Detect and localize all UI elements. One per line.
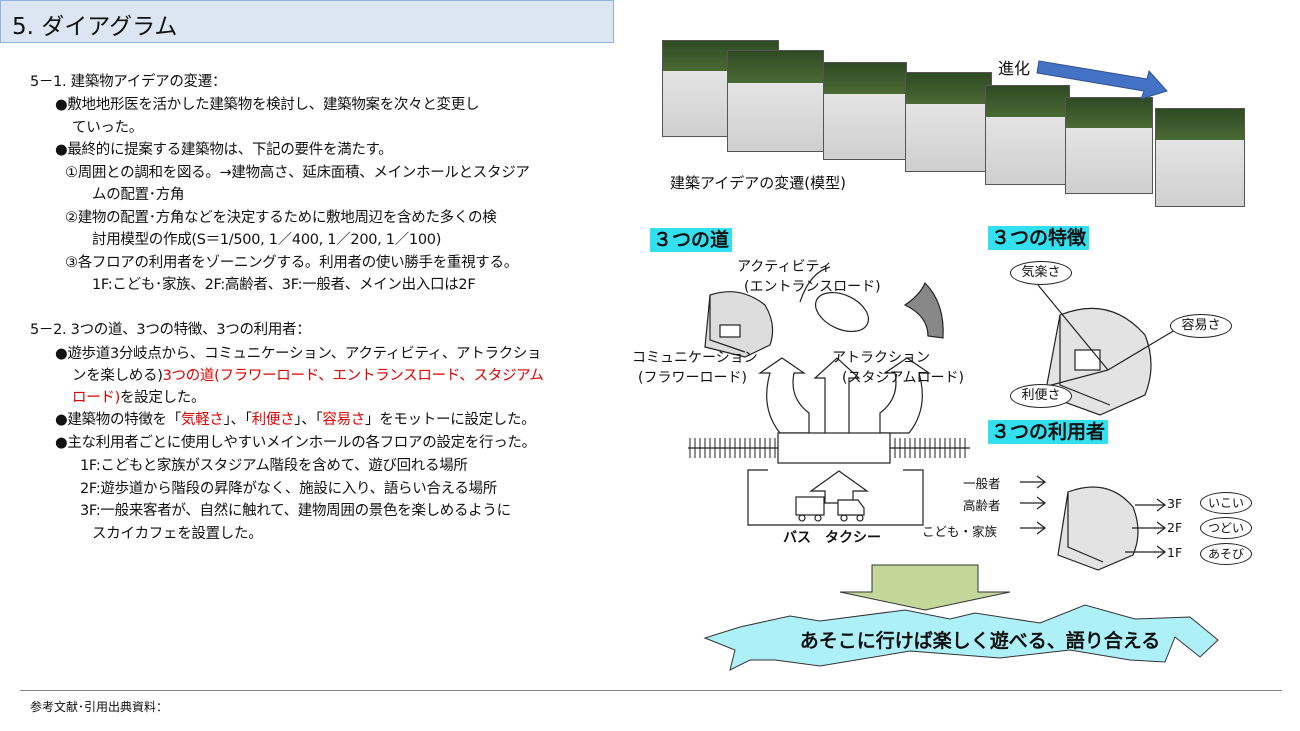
text-segment: 」、「: [223, 412, 252, 428]
conclusion-banner: [703, 604, 1219, 671]
text-segment: 2F:遊歩道から階段の昇降がなく、施設に入り、語らい合える場所: [80, 481, 498, 497]
stadium-icon: [903, 281, 944, 339]
text-segment: ●敷地地形医を活かした建築物を検討し、建築物案を次々と変更し: [55, 97, 480, 113]
highlight-text: 気軽さ: [180, 412, 224, 428]
text-line: ●主な利用者ごとに使用しやすいメインホールの各フロアの設定を行った。: [55, 431, 536, 452]
feature-ease: 気楽さ: [1010, 261, 1072, 285]
text-line: 討用模型の作成(S＝1/500, 1／400, 1／200, 1／100): [92, 228, 441, 249]
users-heading: ３つの利用者: [988, 420, 1109, 444]
roads-heading: ３つの道: [650, 228, 733, 252]
model-photo: [985, 85, 1070, 185]
highlight-text: ロード): [72, 390, 120, 406]
footer-divider: [20, 690, 1282, 691]
text-segment: 5－1. 建築物アイデアの変遷：: [30, 74, 227, 90]
text-line: 5－2. 3つの道、3つの特徴、3つの利用者：: [30, 318, 311, 339]
floor-1f-name: あそび: [1200, 543, 1252, 565]
text-segment: 1F:こども･家族、2F:高齢者、3F:一般者、メイン出入口は2F: [92, 277, 476, 293]
highlight-text: 3つの道(フラワーロード、エントランスロード、スタジアム: [162, 368, 544, 384]
highlight-text: 利便さ: [251, 412, 295, 428]
page-title-box: 5. ダイアグラム: [0, 0, 614, 43]
user-family: こども・家族: [922, 524, 998, 539]
text-line: 5－1. 建築物アイデアの変遷：: [30, 70, 226, 91]
text-segment: を設定した。: [119, 390, 206, 406]
highlight-text: 容易さ: [322, 412, 365, 428]
building-icon-users: [1057, 486, 1166, 571]
text-segment: ●建築物の特徴を「: [55, 412, 181, 428]
evolution-label: 進化: [998, 59, 1031, 78]
attraction-road-label: (スタジアムロード): [842, 370, 964, 386]
communication-label: コミュニケーション: [632, 350, 758, 366]
references-label: 参考文献･引用出典資料：: [30, 700, 169, 714]
text-line: ●敷地地形医を活かした建築物を検討し、建築物案を次々と変更し: [55, 93, 479, 114]
building-icon-roads: [704, 291, 774, 358]
conclusion-text: あそこに行けば楽しく遊べる、語り合える: [799, 630, 1161, 652]
diagram-graphic: [688, 266, 1219, 671]
activity-label: アクティビティ: [737, 259, 833, 275]
down-arrow-icon: [839, 564, 1011, 611]
text-line: ②建物の配置･方角などを決定するために敷地周辺を含めた多くの検: [65, 206, 497, 227]
ellipse-icon: [815, 291, 869, 333]
floor-2f-name: つどい: [1200, 517, 1252, 539]
text-segment: ③各フロアの利用者をゾーニングする。利用者の使い勝手を重視する。: [65, 255, 518, 271]
text-segment: ていった。: [72, 120, 143, 136]
text-line: ていった。: [72, 116, 143, 137]
text-segment: 」をモットーに設定した。: [365, 412, 536, 428]
evolution-arrow-icon: [1036, 60, 1168, 100]
text-segment: ●主な利用者ごとに使用しやすいメインホールの各フロアの設定を行った。: [55, 435, 536, 451]
text-line: スカイカフェを設置した。: [92, 522, 263, 543]
floor-2f: 2F: [1167, 520, 1183, 535]
text-line: 1F:こどもと家族がスタジアム階段を含めて、遊び回れる場所: [80, 454, 468, 475]
text-segment: 3F:一般来客者が、自然に触れて、建物周囲の景色を楽しめるように: [80, 503, 511, 519]
user-general: 一般者: [963, 476, 1001, 491]
text-line: ①周囲との調和を図る。→建物高さ、延床面積、メインホールとスタジア: [65, 161, 530, 182]
transport-label: バス タクシー: [783, 530, 881, 546]
text-line: ンを楽しめる)3つの道(フラワーロード、エントランスロード、スタジアム: [72, 364, 544, 385]
floor-3f-name: いこい: [1200, 492, 1252, 514]
page-title: 5. ダイアグラム: [12, 14, 178, 40]
attraction-label: アトラクション: [832, 350, 930, 366]
text-line: 2F:遊歩道から階段の昇降がなく、施設に入り、語らい合える場所: [80, 477, 497, 498]
text-line: 3F:一般来客者が、自然に触れて、建物周囲の景色を楽しめるように: [80, 499, 511, 520]
text-segment: ●最終的に提案する建築物は、下記の要件を満たす。: [55, 142, 393, 158]
text-line: ●遊歩道3分岐点から、コミュニケーション、アクティビティ、アトラクショ: [55, 342, 542, 363]
text-line: ロード)を設定した。: [72, 386, 205, 407]
building-icon-features: [1037, 284, 1176, 416]
text-segment: スカイカフェを設置した。: [92, 526, 263, 542]
text-segment: 5－2. 3つの道、3つの特徴、3つの利用者：: [30, 322, 311, 338]
feature-simplicity: 容易さ: [1170, 314, 1232, 338]
text-segment: 討用模型の作成(S＝1/500, 1／400, 1／200, 1／100): [92, 232, 442, 248]
user-elderly: 高齢者: [963, 498, 1001, 513]
text-line: ●建築物の特徴を「気軽さ」、「利便さ」、「容易さ」をモットーに設定した。: [55, 408, 536, 429]
text-line: 1F:こども･家族、2F:高齢者、3F:一般者、メイン出入口は2F: [92, 273, 476, 294]
text-segment: ●遊歩道3分岐点から、コミュニケーション、アクティビティ、アトラクショ: [55, 346, 542, 362]
text-segment: ンを楽しめる): [72, 368, 163, 384]
model-photo: [1155, 108, 1245, 207]
text-line: ムの配置･方角: [92, 183, 184, 204]
text-segment: 1F:こどもと家族がスタジアム階段を含めて、遊び回れる場所: [80, 458, 468, 474]
model-photo: [1065, 97, 1153, 194]
model-photo: [823, 62, 907, 160]
communication-road-label: (フラワーロード): [638, 370, 747, 386]
text-line: ③各フロアの利用者をゾーニングする。利用者の使い勝手を重視する。: [65, 251, 518, 272]
feature-convenience: 利便さ: [1010, 384, 1072, 408]
floor-3f: 3F: [1167, 496, 1183, 511]
activity-road-label: (エントランスロード): [744, 279, 881, 295]
text-segment: ムの配置･方角: [92, 187, 185, 203]
text-segment: 」、「: [294, 412, 323, 428]
text-line: ●最終的に提案する建築物は、下記の要件を満たす。: [55, 138, 393, 159]
floor-1f: 1F: [1167, 545, 1183, 560]
text-segment: ①周囲との調和を図る。→建物高さ、延床面積、メインホールとスタジア: [65, 165, 530, 181]
model-photo: [905, 72, 992, 172]
user-arrows: [1020, 475, 1046, 535]
photo-caption: 建築アイデアの変遷(模型): [670, 174, 846, 192]
features-heading: ３つの特徴: [988, 226, 1090, 250]
model-photo: [727, 50, 824, 152]
text-segment: ②建物の配置･方角などを決定するために敷地周辺を含めた多くの検: [65, 210, 497, 226]
